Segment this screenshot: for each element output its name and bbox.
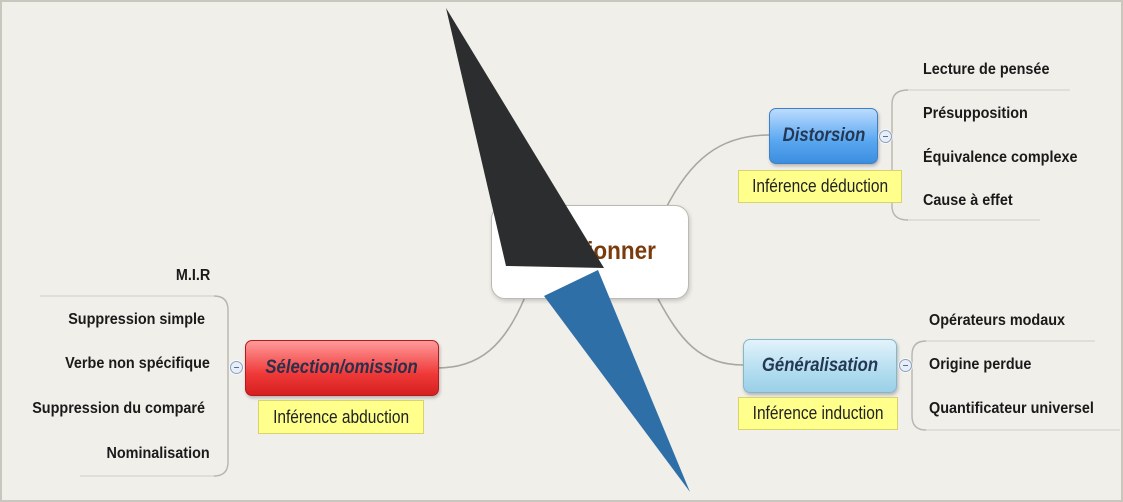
subtopic-cause-a-effet[interactable]: Cause à effet (923, 191, 1023, 211)
subtopic-label: Lecture de pensée (923, 61, 1050, 78)
subtopic-label: Suppression simple (68, 311, 205, 328)
subtopic-label: Présupposition (923, 105, 1028, 122)
note-abduction-text: Inférence abduction (273, 406, 409, 427)
needle-dark-half-icon (446, 8, 604, 268)
subtopic-suppression-du-compare[interactable]: Suppression du comparé (13, 399, 205, 419)
bracket-distorsion (891, 89, 909, 221)
subtopic-lecture-de-pensee[interactable]: Lecture de pensée (923, 60, 1064, 80)
topic-selection-omission[interactable]: Sélection/omission (245, 340, 439, 396)
subtopic-nominalisation[interactable]: Nominalisation (95, 444, 210, 464)
subtopic-quantificateur-universel[interactable]: Quantificateur universel (929, 399, 1112, 419)
subtopic-origine-perdue[interactable]: Origine perdue (929, 355, 1043, 375)
note-inference-deduction[interactable]: Inférence déduction (738, 170, 902, 203)
topic-distorsion[interactable]: Distorsion (769, 108, 878, 164)
connector-generalisation (656, 296, 744, 366)
subtopic-label: Nominalisation (106, 445, 210, 462)
connector-distorsion (664, 134, 770, 211)
subtopic-presupposition[interactable]: Présupposition (923, 104, 1039, 124)
note-induction-text: Inférence induction (752, 403, 884, 423)
subtopic-label: Verbe non spécifique (65, 355, 210, 372)
topic-selection-label: Sélection/omission (265, 357, 419, 378)
subtopic-operateurs-modaux[interactable]: Opérateurs modaux (929, 311, 1080, 331)
note-deduction-text: Inférence déduction (752, 176, 888, 196)
topic-distorsion-label: Distorsion (782, 125, 865, 146)
topic-generalisation[interactable]: Généralisation (743, 339, 897, 393)
subtopic-label: Origine perdue (929, 356, 1032, 373)
note-inference-abduction[interactable]: Inférence abduction (258, 400, 424, 434)
bracket-selection (213, 295, 229, 477)
subtopic-label: Cause à effet (923, 192, 1013, 209)
collapse-toggle-icon[interactable] (899, 359, 912, 372)
subtopic-label: Quantificateur universel (929, 400, 1094, 417)
needle-blue-half-icon (544, 270, 690, 492)
note-inference-induction[interactable]: Inférence induction (738, 397, 898, 430)
bracket-generalisation (911, 340, 927, 431)
collapse-toggle-icon[interactable] (230, 361, 243, 374)
subtopic-label: Équivalence complexe (923, 149, 1078, 166)
connector-selection (436, 296, 526, 369)
subtopic-label: M.I.R (175, 267, 210, 284)
subtopic-label: Suppression du comparé (32, 400, 205, 417)
subtopic-suppression-simple[interactable]: Suppression simple (53, 310, 205, 330)
subtopic-label: Opérateurs modaux (929, 312, 1066, 329)
subtopic-mir[interactable]: M.I.R (172, 266, 210, 286)
topic-generalisation-label: Généralisation (761, 355, 879, 376)
subtopic-equivalence-complexe[interactable]: Équivalence complexe (923, 148, 1095, 168)
collapse-toggle-icon[interactable] (879, 130, 892, 143)
subtopic-verbe-non-specifique[interactable]: Verbe non spécifique (49, 354, 210, 374)
